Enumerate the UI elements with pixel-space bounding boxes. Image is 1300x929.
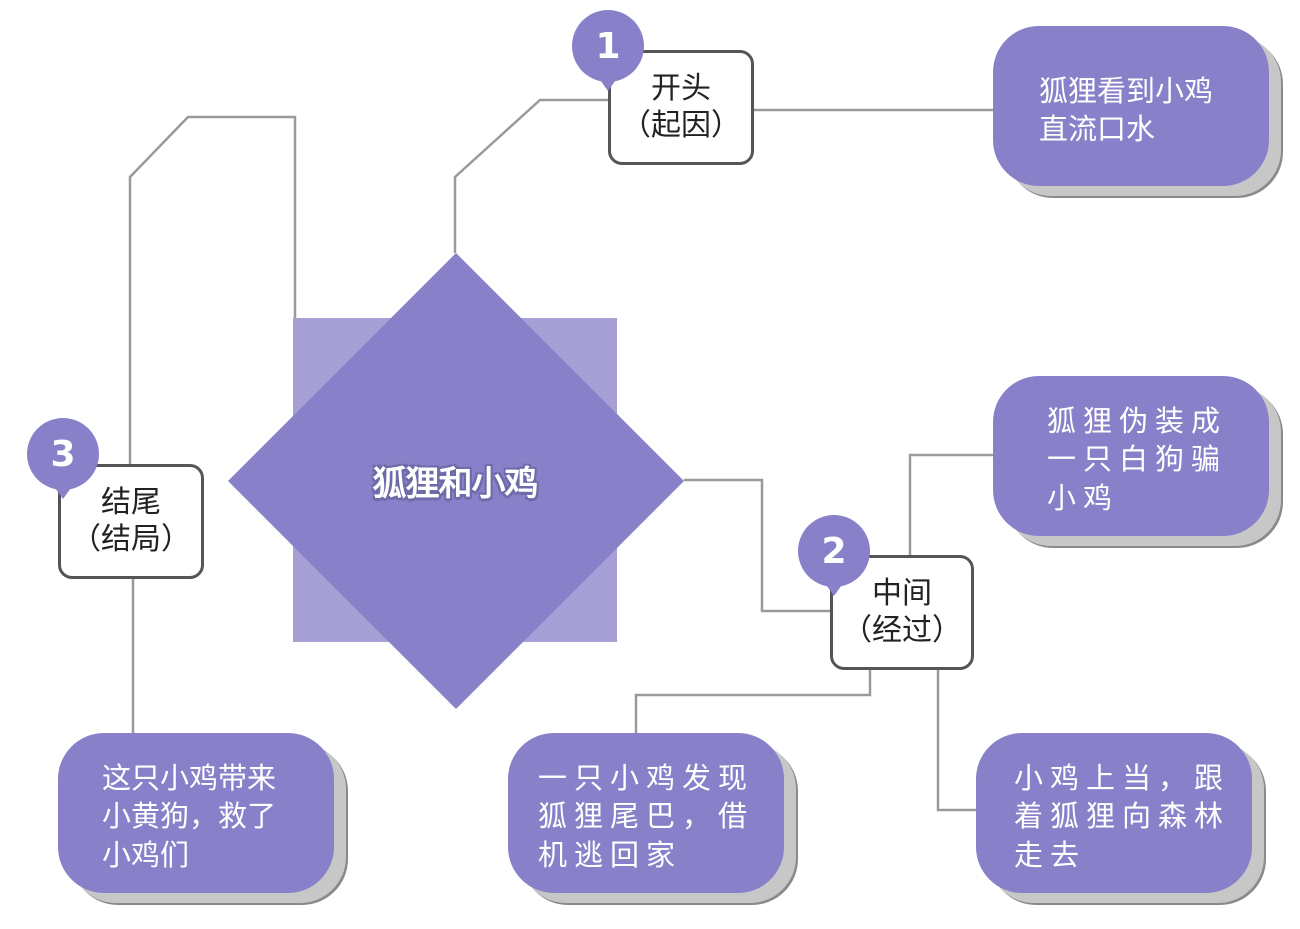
event-text-line: 直流口水 (1039, 112, 1156, 147)
event-text-line: 小黄狗，救了 (102, 799, 277, 834)
event-text-line: 狐狸看到小鸡 (1039, 74, 1214, 108)
event-card-middle-3: 小鸡上当，跟 着狐狸向森林 走去 (976, 733, 1252, 893)
event-card-start-1: 狐狸看到小鸡 直流口水 (993, 26, 1269, 186)
event-text-line: 这只小鸡带来 (102, 761, 277, 795)
section-middle-name: 中间 (872, 575, 932, 611)
event-text-line: 一只小鸡发现 (538, 761, 755, 795)
event-text-line: 机逃回家 (538, 837, 683, 872)
event-text-line: 小鸡们 (102, 837, 190, 872)
event-text-line: 一只白狗骗 (1047, 442, 1228, 477)
event-text-line: 走去 (1014, 837, 1087, 872)
section-middle-badge: 2 (798, 515, 870, 596)
event-card-middle-1: 狐狸伪装成 一只白狗骗 小鸡 (993, 376, 1269, 536)
event-card-middle-2: 一只小鸡发现 狐狸尾巴，借 机逃回家 (508, 733, 784, 893)
event-text-line: 小鸡上当，跟 (1014, 761, 1231, 795)
section-end-name: 结尾 (101, 484, 161, 520)
event-text-line: 狐狸尾巴，借 (538, 799, 755, 834)
section-start-badge: 1 (572, 10, 644, 91)
center-diamond (228, 253, 684, 709)
section-start-sub: （起因） (621, 107, 741, 143)
section-middle-sub: （经过） (842, 612, 962, 648)
event-text-line: 小鸡 (1047, 480, 1120, 515)
section-end-sub: （结局） (71, 521, 191, 557)
center-title: 狐狸和小鸡 (372, 463, 539, 504)
section-start-name: 开头 (651, 70, 711, 106)
event-card-end-1: 这只小鸡带来 小黄狗，救了 小鸡们 (58, 733, 334, 893)
event-text-line: 着狐狸向森林 (1014, 799, 1231, 834)
section-end-badge: 3 (27, 418, 99, 499)
event-text-line: 狐狸伪装成 (1047, 404, 1228, 438)
